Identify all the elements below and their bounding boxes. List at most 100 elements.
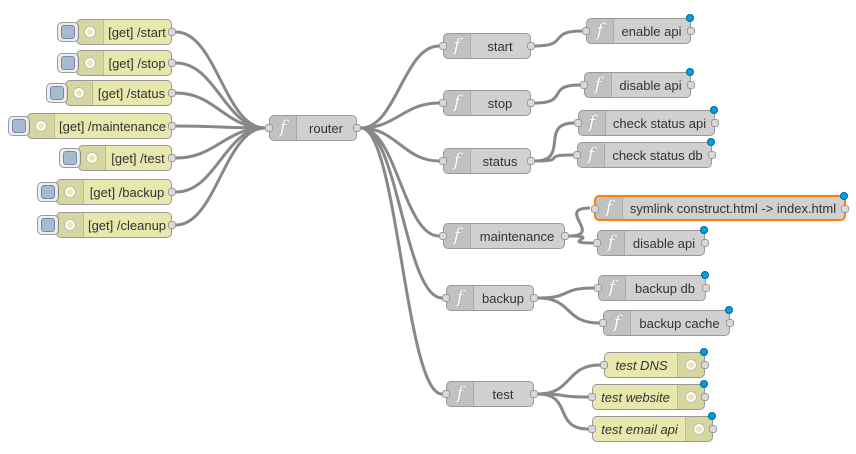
wire-s4-a6[interactable] [537,286,595,300]
input-port[interactable] [580,81,588,89]
inject-node-cleanup[interactable]: [get] /cleanup [37,212,176,238]
debug-node-test-website[interactable]: test website [588,380,709,410]
output-port[interactable] [168,154,176,162]
output-port[interactable] [708,151,716,159]
output-port[interactable] [702,284,710,292]
wire-r-s2[interactable] [360,126,440,163]
input-port[interactable] [593,239,601,247]
output-port[interactable] [530,294,538,302]
wire-s4-a7[interactable] [537,296,600,325]
inject-node-status[interactable]: [get] /status [46,80,176,106]
inject-node-test[interactable]: [get] /test [59,145,176,171]
debug-icon [677,353,704,377]
output-port[interactable] [561,232,569,240]
input-port[interactable] [591,205,599,213]
output-port[interactable] [709,425,717,433]
output-port[interactable] [168,89,176,97]
output-port[interactable] [353,124,361,132]
wire-r-s0[interactable] [360,44,440,130]
debug-node-test-dns[interactable]: test DNS [600,348,709,378]
node-label: [get] /start [108,24,166,40]
inject-trigger-button[interactable] [59,148,81,168]
inject-node-stop[interactable]: [get] /stop [57,50,176,76]
output-port[interactable] [530,390,538,398]
wire-s5-d0[interactable] [537,363,601,396]
output-port[interactable] [168,221,176,229]
input-port[interactable] [588,393,596,401]
wire-s3-a4[interactable] [568,206,591,238]
input-port[interactable] [600,361,608,369]
output-port[interactable] [168,188,176,196]
output-port[interactable] [701,393,709,401]
input-port[interactable] [442,294,450,302]
input-port[interactable] [588,425,596,433]
input-port[interactable] [574,119,582,127]
output-port[interactable] [527,42,535,50]
function-glyph: f [279,117,287,138]
node-label: status [482,153,518,169]
inject-node-backup[interactable]: [get] /backup [37,179,176,205]
input-port[interactable] [573,151,581,159]
inject-trigger-button[interactable] [37,215,59,235]
inject-trigger-button[interactable] [37,182,59,202]
wire-i0-r[interactable] [175,30,266,130]
wire-r-s1[interactable] [360,101,440,130]
wire-s5-d2[interactable] [537,392,589,431]
wire-s0-a0[interactable] [534,29,583,48]
wire-r-s5[interactable] [360,126,443,396]
input-port[interactable] [582,27,590,35]
input-port[interactable] [599,319,607,327]
output-port[interactable] [701,239,709,247]
inject-trigger-button[interactable] [57,22,79,42]
output-port[interactable] [168,59,176,67]
output-port[interactable] [168,122,176,130]
wire-s1-a1[interactable] [534,83,581,105]
output-port[interactable] [687,27,695,35]
inject-trigger-button[interactable] [8,116,30,136]
input-port[interactable] [265,124,273,132]
inject-node-start[interactable]: [get] /start [57,19,176,45]
input-port[interactable] [439,232,447,240]
output-port[interactable] [701,361,709,369]
debug-node-test-email-api[interactable]: test email api [588,412,717,442]
input-port[interactable] [594,284,602,292]
input-port[interactable] [439,157,447,165]
output-port[interactable] [168,28,176,36]
output-port[interactable] [527,99,535,107]
output-port[interactable] [841,205,849,213]
inject-trigger-square [41,185,55,199]
inject-node-maintenance[interactable]: [get] /maintenance [8,113,176,139]
output-port[interactable] [711,119,719,127]
inject-trigger-button[interactable] [57,53,79,73]
output-port[interactable] [527,157,535,165]
input-port[interactable] [439,99,447,107]
output-port[interactable] [687,81,695,89]
function-icon: f [447,382,474,406]
output-port[interactable] [726,319,734,327]
input-port[interactable] [439,42,447,50]
wire-i5-r[interactable] [175,126,266,194]
inject-trigger-button[interactable] [46,83,68,103]
node-label: test website [601,389,670,405]
node-label: test email api [601,421,678,437]
wire-r-s4[interactable] [360,126,443,300]
wire-s2-a3[interactable] [534,153,574,163]
wire-s3-a5[interactable] [568,234,594,245]
input-port[interactable] [442,390,450,398]
wire-i6-r[interactable] [175,126,266,227]
